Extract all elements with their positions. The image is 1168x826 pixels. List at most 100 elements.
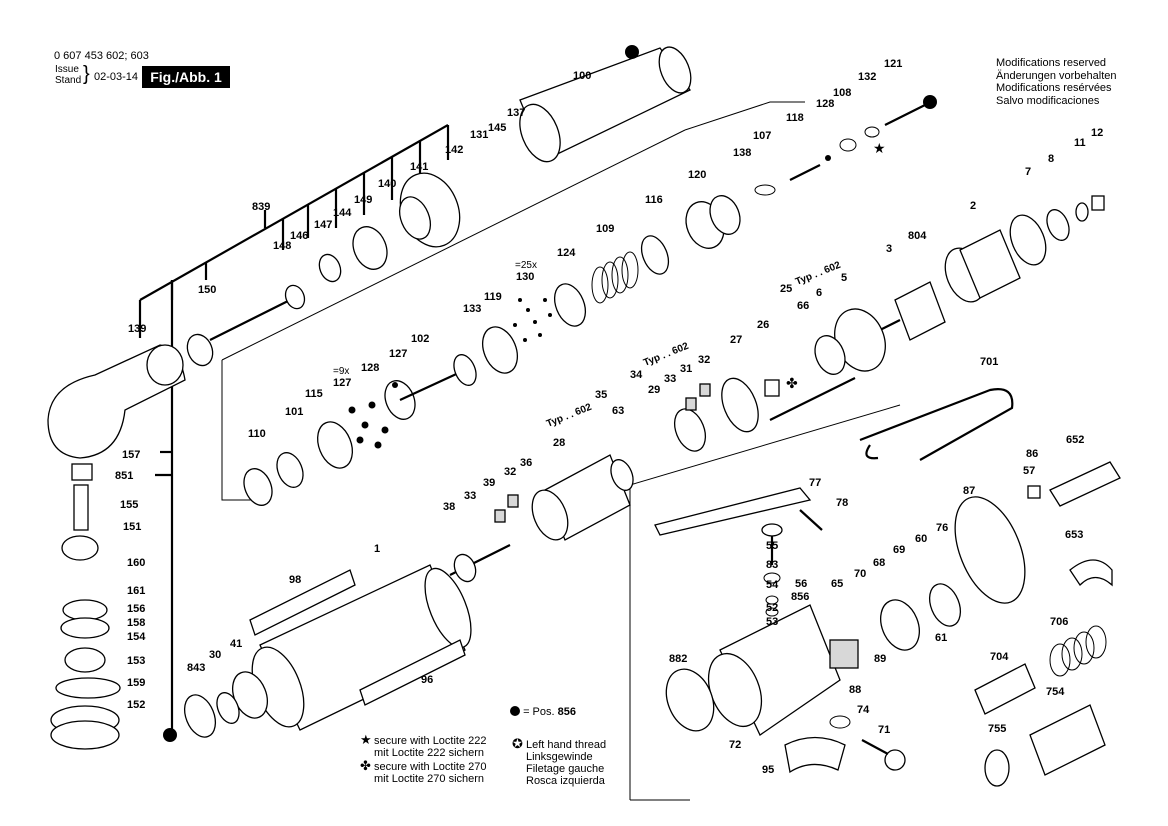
part-55-53-button — [761, 523, 783, 617]
legend-lh-line: Filetage gauche — [526, 763, 605, 775]
part-88-block — [829, 639, 859, 669]
variant-label: Typ . . 602 — [545, 402, 594, 430]
modifications-line: Modifications resérvées — [996, 82, 1112, 94]
part-label: 137 — [507, 107, 525, 119]
part-28-gear-housing — [531, 454, 631, 541]
modifications-note: Modifications reserved Änderungen vorbeh… — [996, 57, 1116, 107]
legend-lh-line: Left hand thread — [526, 739, 607, 751]
part-7-8-endplate — [1009, 209, 1070, 266]
legend-clover-line: secure with Loctite 270 — [374, 761, 487, 773]
figure-label: Fig./Abb. 1 — [142, 66, 230, 88]
part-label: 755 — [988, 723, 1006, 735]
legend-star-line: secure with Loctite 222 — [374, 735, 487, 747]
part-label: 145 — [488, 122, 506, 134]
part-label: 55 — [766, 540, 778, 552]
part-label: 157 — [122, 449, 140, 461]
part-100-sleeve — [519, 46, 692, 163]
part-label: 147 — [314, 219, 332, 231]
part-label: 754 — [1046, 686, 1065, 698]
part-label: 5 — [841, 272, 847, 284]
stand-label: Stand — [55, 75, 82, 86]
part-119-124-rings — [482, 283, 587, 374]
part-numbers: 0 607 453 602; 603 — [54, 50, 149, 62]
part-95-shield — [784, 736, 846, 774]
legend-lh-line: Linksgewinde — [526, 751, 593, 763]
part-label: 128 — [816, 98, 834, 110]
part-label: 12 — [1091, 127, 1103, 139]
part-label: 57 — [1023, 465, 1035, 477]
part-label: 53 — [766, 616, 778, 628]
part-label: 41 — [230, 638, 242, 650]
part-150-spindle — [186, 284, 306, 367]
part-label: 102 — [411, 333, 429, 345]
part-29-35-gears — [610, 383, 711, 491]
clover-icon: ✤ — [786, 375, 798, 391]
part-label: 98 — [289, 574, 301, 586]
part-140-149-spacers — [318, 226, 388, 283]
balls-128-127 — [348, 382, 398, 449]
part-label: 149 — [354, 194, 372, 206]
part-label: 27 — [730, 334, 742, 346]
part-label: 11 — [1074, 137, 1086, 149]
qty-label: =25x — [515, 260, 537, 271]
part-label: 127 — [333, 377, 351, 389]
part-701-clip — [859, 388, 1014, 461]
legend-clover-line: mit Loctite 270 sichern — [374, 773, 485, 785]
part-30-41-843-rings — [163, 671, 268, 742]
legend-clover: ✤ secure with Loctite 270 mit Loctite 27… — [360, 759, 487, 785]
issue-label: Issue — [55, 64, 79, 75]
part-label: 153 — [127, 655, 145, 667]
part-label: 33 — [464, 490, 476, 502]
part-label: 119 — [484, 291, 502, 303]
part-label: 804 — [908, 230, 927, 242]
modifications-line: Modifications reserved — [996, 57, 1107, 69]
part-102-valve — [384, 354, 477, 420]
part-label: 30 — [209, 649, 221, 661]
assembly-frame-upper — [221, 101, 805, 501]
part-label: 52 — [766, 602, 778, 614]
part-706-spring — [1049, 625, 1107, 677]
part-label: 88 — [849, 684, 861, 696]
part-label: 74 — [857, 704, 870, 716]
part-label: 139 — [128, 323, 146, 335]
part-704-754-755 — [974, 663, 1106, 787]
star-icon: ★ — [360, 732, 372, 747]
part-label: 6 — [816, 287, 822, 299]
part-label: 8 — [1048, 153, 1054, 165]
part-label: 839 — [252, 201, 270, 213]
part-label: 70 — [854, 568, 866, 580]
part-label: 131 — [470, 129, 488, 141]
part-653-shell — [1069, 559, 1113, 587]
part-116-plate — [640, 235, 670, 275]
part-11-12-screw — [1075, 195, 1105, 222]
legend-star-line: mit Loctite 222 sichern — [374, 747, 485, 759]
legend-dot: = Pos. 856 — [510, 706, 576, 718]
part-label: 28 — [553, 437, 565, 449]
part-label: 1 — [374, 543, 380, 555]
part-label: 158 — [127, 617, 145, 629]
part-labels: 1001311451371421411401491441471461488391… — [115, 58, 1103, 776]
spindle-stack-157-152 — [50, 463, 121, 750]
part-101-insert — [276, 421, 353, 488]
part-108-132-121 — [839, 95, 937, 152]
part-label: 856 — [791, 591, 809, 603]
part-label: 155 — [120, 499, 138, 511]
part-label: 76 — [936, 522, 948, 534]
part-label: 96 — [421, 674, 433, 686]
part-109-spring — [591, 251, 639, 304]
part-label: 35 — [595, 389, 607, 401]
part-98-96-grip — [249, 569, 466, 706]
part-856-valve-body — [707, 604, 841, 736]
part-label: 3 — [886, 243, 892, 255]
part-label: 61 — [935, 632, 947, 644]
part-label: 882 — [669, 653, 687, 665]
part-27-26-25 — [721, 377, 856, 433]
part-label: 32 — [504, 466, 516, 478]
part-label: 130 — [516, 271, 534, 283]
part-label: 36 — [520, 457, 532, 469]
part-label: 38 — [443, 501, 455, 513]
part-label: 25 — [780, 283, 792, 295]
part-label: 86 — [1026, 448, 1038, 460]
